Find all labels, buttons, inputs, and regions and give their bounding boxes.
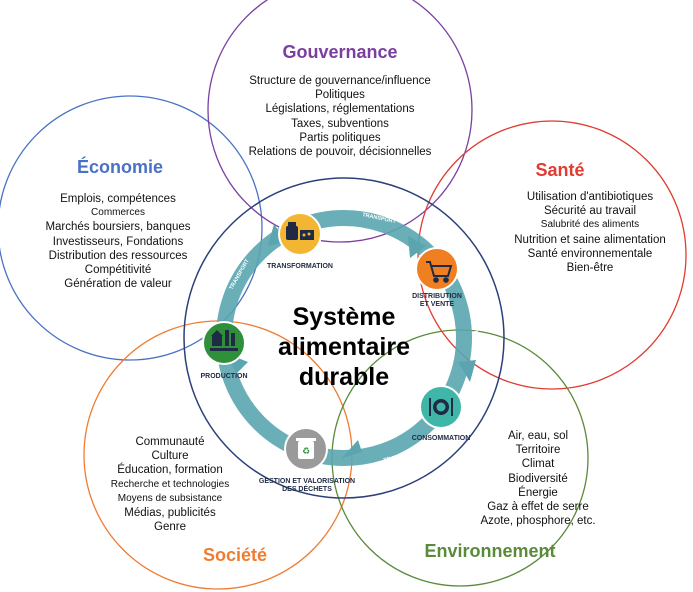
cycle-arrowhead [458, 360, 476, 382]
plate-cutlery-icon [429, 398, 453, 416]
sante-list: Utilisation d'antibiotiques Sécurité au … [500, 190, 680, 275]
list-item: Législations, réglementations [265, 103, 415, 116]
cycle-arrowhead [408, 236, 426, 258]
economie-list: Emplois, compétences Commerces Marchés b… [18, 192, 218, 291]
list-item: Structure de gouvernance/influence [249, 75, 431, 87]
list-item: Salubrité des aliments [540, 219, 640, 231]
cycle-arrowhead [342, 440, 362, 458]
distribution-label-line1: DISTRIBUTION [412, 293, 462, 300]
list-item: Biodiversité [508, 472, 568, 485]
recycle-bin-icon: ♻ [296, 438, 316, 459]
list-item: Territoire [515, 444, 561, 457]
list-item: Politiques [315, 89, 365, 102]
list-item: Compétitivité [84, 264, 152, 277]
center-title: Système alimentaire durable [274, 302, 414, 392]
gestion-stage: ♻ [284, 427, 328, 471]
transformation-stage [278, 212, 322, 256]
list-item: Éducation, formation [117, 464, 223, 477]
list-item: Médias, publicités [124, 507, 216, 520]
list-item: Utilisation d'antibiotiques [526, 191, 654, 203]
economie-circle [0, 95, 263, 361]
gestion-label-line2: DES DÉCHETS [282, 486, 332, 493]
list-item: Recherche et technologies [110, 478, 230, 490]
sante-title: Santé [535, 160, 585, 180]
list-item: Air, eau, sol [507, 430, 569, 442]
list-item: Taxes, subventions [291, 117, 389, 130]
center-title-line1: Système [292, 303, 396, 331]
center-title-line3: durable [298, 363, 390, 391]
transport-label: TRANSPORT [210, 397, 228, 432]
list-item: Santé environnementale [527, 247, 653, 260]
system-circle [183, 177, 505, 499]
production-label: PRODUCTION [200, 373, 248, 380]
gouvernance-title: Gouvernance [282, 42, 398, 62]
shopping-cart-icon [426, 261, 453, 283]
societe-list: Communauté Culture Éducation, formation … [90, 435, 250, 534]
list-item: Partis politiques [299, 131, 381, 144]
list-item: Distribution des ressources [48, 249, 188, 262]
list-item: Relations de pouvoir, décisionnelles [248, 146, 432, 159]
list-item: Énergie [518, 486, 558, 499]
environnement-title: Environnement [424, 541, 556, 561]
list-item: Sécurité au travail [543, 205, 637, 218]
list-item: Investisseurs, Fondations [52, 235, 184, 248]
farm-icon [210, 330, 238, 351]
consommation-stage [419, 385, 463, 429]
environnement-list: Air, eau, sol Territoire Climat Biodiver… [468, 429, 608, 528]
list-item: Climat [521, 458, 555, 471]
economie-title: Économie [76, 157, 164, 177]
list-item: Culture [151, 450, 189, 463]
distribution-stage [415, 247, 459, 291]
list-item: Communauté [135, 436, 205, 448]
list-item: Génération de valeur [64, 278, 172, 291]
transformation-label: TRANSFORMATION [267, 263, 333, 270]
distribution-label-line2: ET VENTE [419, 301, 455, 308]
list-item: Emplois, compétences [60, 193, 176, 205]
societe-title: Société [202, 545, 268, 565]
list-item: Commerces [91, 207, 145, 219]
svg-text:♻: ♻ [302, 447, 310, 457]
center-title-line2: alimentaire [277, 333, 410, 361]
distribution-label: DISTRIBUTION ET VENTE [408, 293, 466, 309]
list-item: Gaz à effet de serre [487, 501, 589, 514]
gouvernance-circle [207, 0, 473, 243]
list-item: Moyens de subsistance [117, 492, 223, 504]
sante-circle [417, 120, 687, 390]
factory-food-icon [286, 222, 314, 240]
transport-label: TRANSPORT [472, 329, 484, 364]
list-item: Nutrition et saine alimentation [514, 233, 666, 246]
list-item: Genre [154, 521, 186, 534]
list-item: Azote, phosphore, etc. [480, 515, 596, 528]
gouvernance-list: Structure de gouvernance/influence Polit… [230, 74, 450, 159]
gestion-label: GESTION ET VALORISATION DES DÉCHETS [252, 478, 362, 494]
production-stage [202, 321, 246, 365]
gestion-label-line1: GESTION ET VALORISATION [258, 478, 356, 485]
list-item: Marchés boursiers, banques [45, 221, 191, 234]
consommation-label: CONSOMMATION [411, 435, 471, 442]
list-item: Bien-être [566, 262, 614, 275]
